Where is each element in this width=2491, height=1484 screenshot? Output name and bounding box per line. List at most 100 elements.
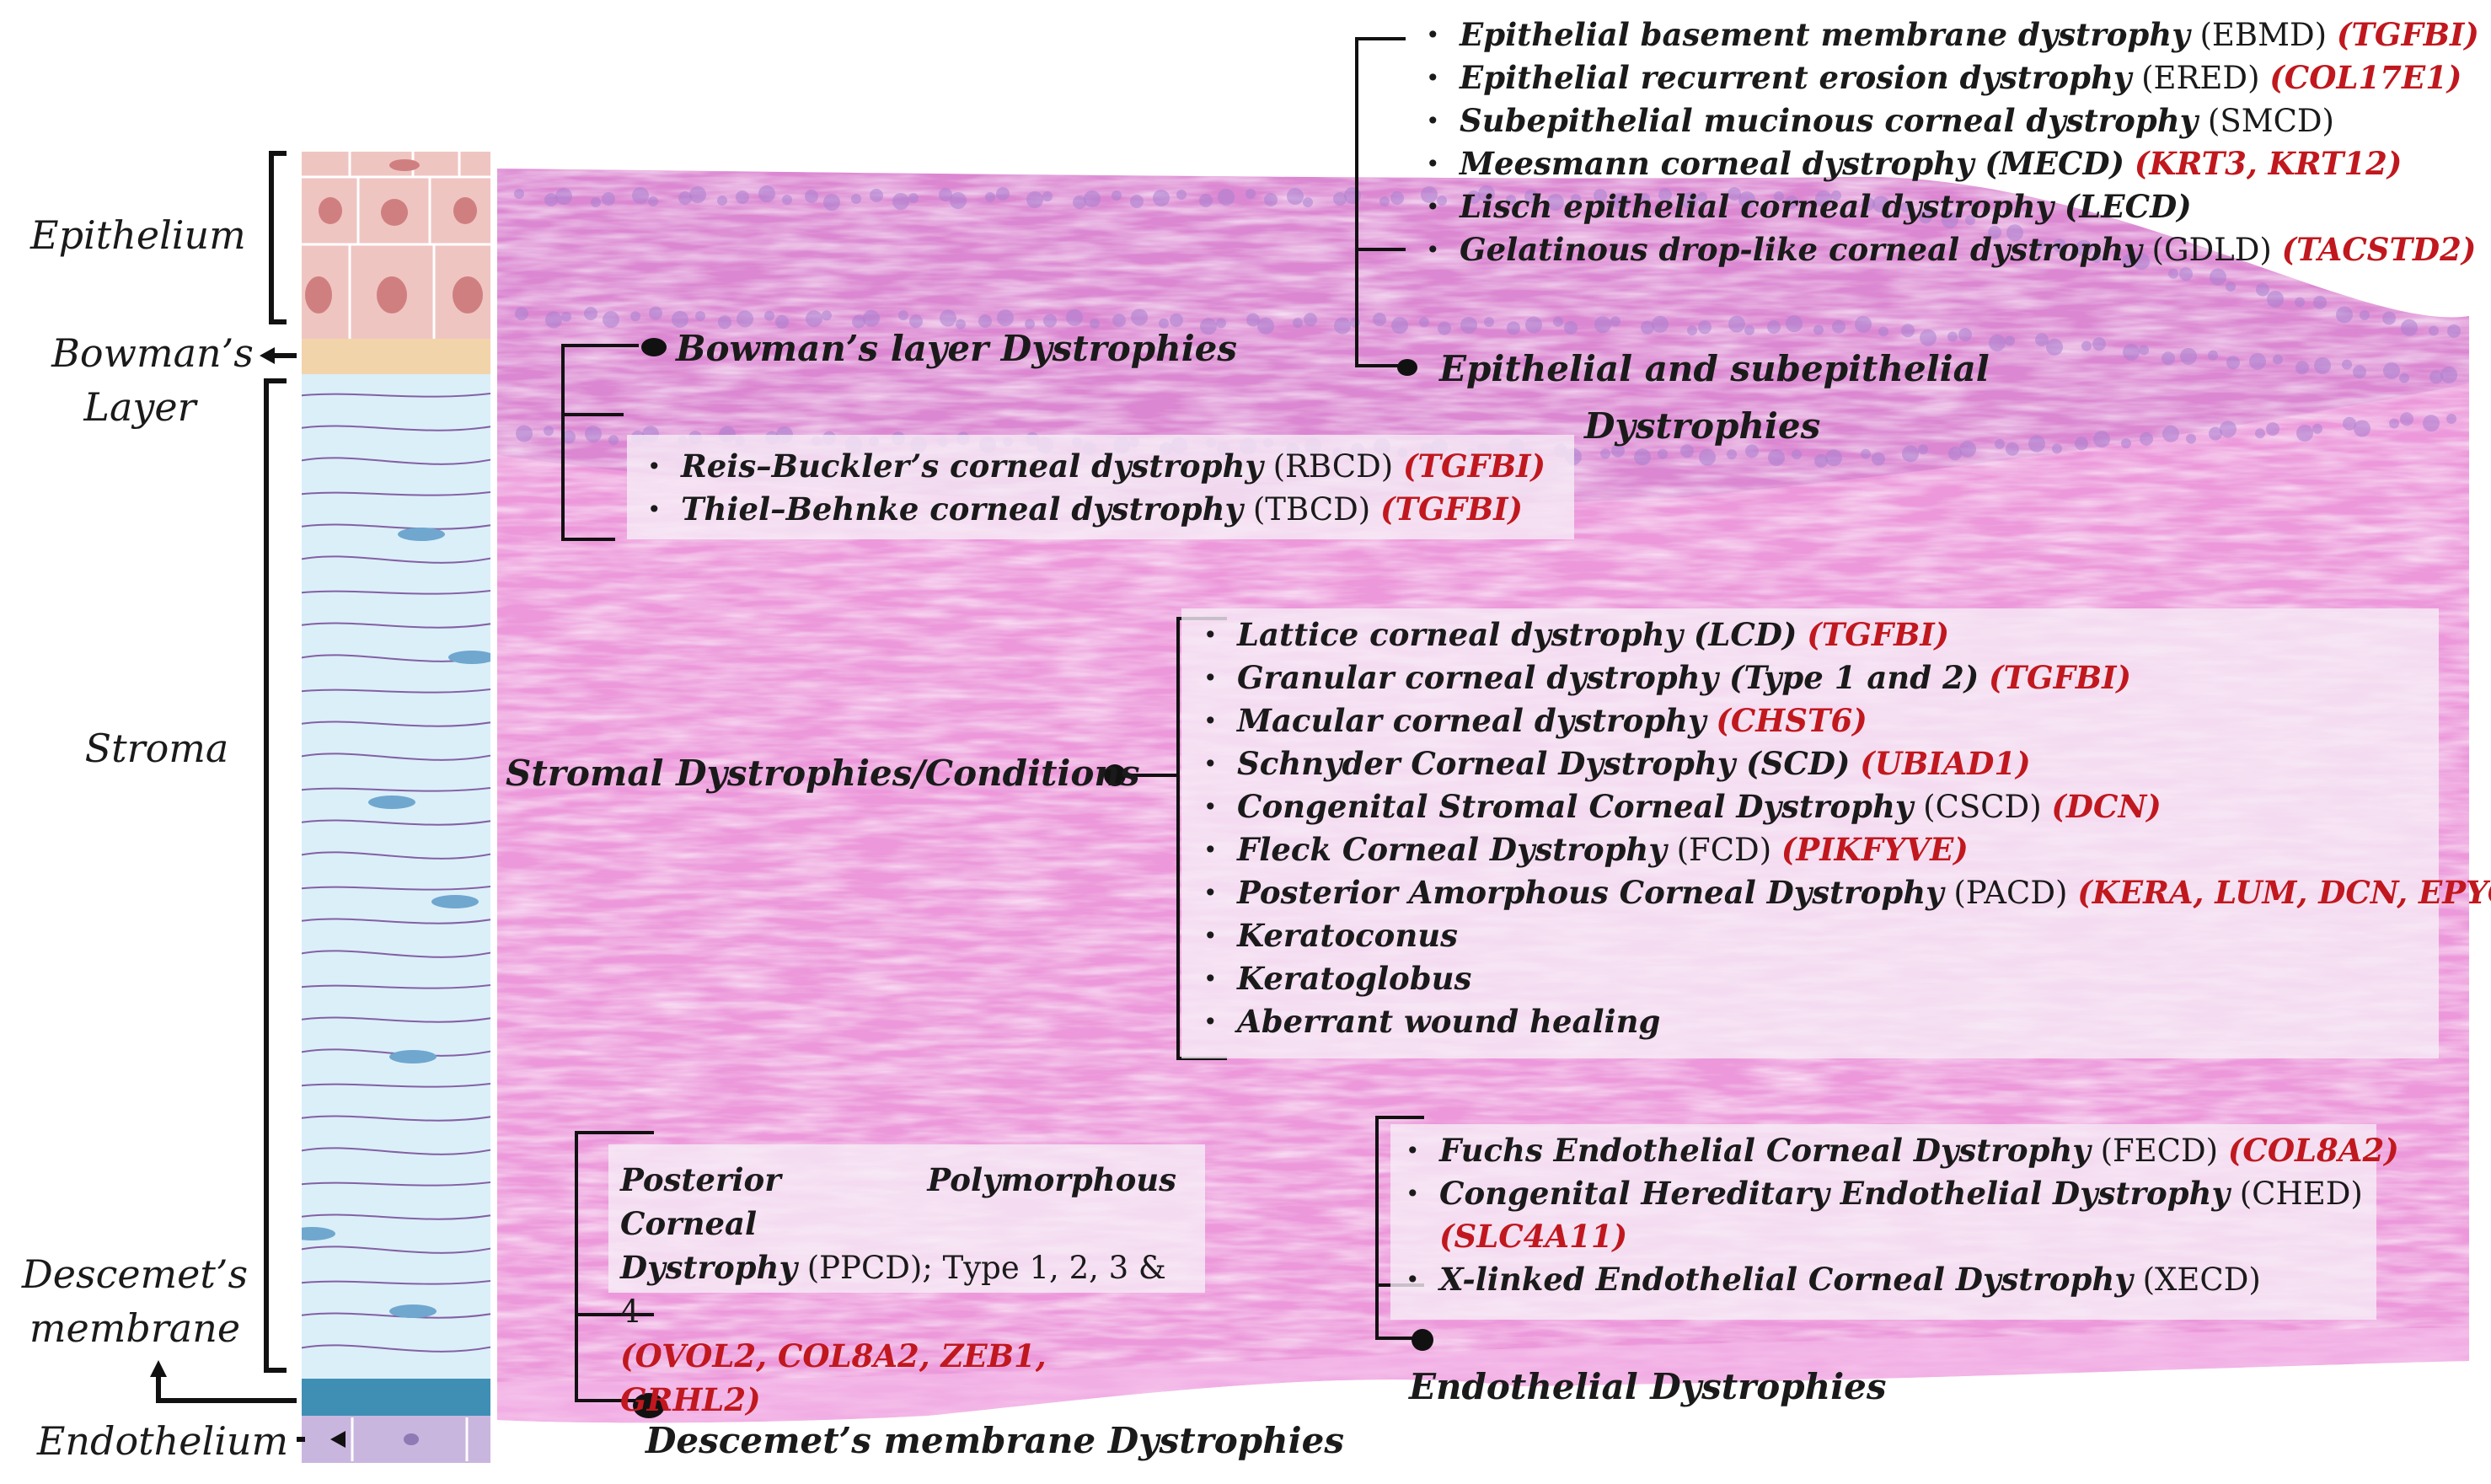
epithelial-nucleus [2035,333,2049,347]
epithelial-nucleus [1246,189,1256,199]
epithelial-nucleus [996,187,1010,201]
stroma-fiber [302,425,490,431]
item-gene: (KRT3, KRT12) [2134,145,2403,182]
epithelial-nucleus [978,313,992,328]
item-name: Congenital Stromal Corneal Dystrophy [1237,788,1914,825]
epithelial-nucleus [1042,191,1053,201]
stromal-group-title: Stromal Dystrophies/Conditions [506,753,1140,794]
stroma-fiber [302,786,490,792]
epithelial-nucleus [892,193,909,210]
epithelial-nucleus [2429,370,2443,384]
stroma-fiber [302,950,490,958]
epithelial-nucleus [1176,190,1187,200]
list-item: Congenital Stromal Corneal Dystrophy (CS… [1193,785,2439,828]
epithelium-bracket [269,151,287,324]
epithelial-nucleus [1170,313,1183,327]
epithelial-nucleus [1745,444,1759,458]
epithelial-nucleus [775,314,789,329]
epithelial-nucleus [2186,433,2196,444]
stroma-fiber [302,555,490,564]
epithelial-nucleus [2400,412,2413,426]
keratocyte [368,796,415,809]
list-item: Fleck Corneal Dystrophy (FCD) (PIKFYVE) [1193,828,2439,871]
epithelial-nucleus [2075,437,2088,451]
descemet-layer [302,1379,490,1416]
epithelial-nucleus [940,309,956,327]
epithelial-nucleus [1564,320,1578,335]
label-bowman: Bowman’s Layer [30,326,275,434]
list-item: Macular corneal dystrophy (CHST6) [1193,699,2439,742]
list-item: Congenital Hereditary Endothelial Dystro… [1395,1172,2376,1215]
list-item: X-linked Endothelial Corneal Dystrophy (… [1395,1258,2376,1301]
ppcd-genes: (OVOL2, COL8A2, ZEB1, GRHL2) [620,1337,1047,1418]
epithelial-nucleus [2249,352,2266,370]
item-gene: (CHST6) [1716,702,1867,739]
epithelial-nucleus [1066,308,1083,326]
epithelial-nucleus [516,425,533,442]
descemet-arrow [156,1375,297,1403]
epithelial-nucleus [1959,440,1976,458]
epithelial-nucleus [2399,372,2409,383]
epithelial-nucleus [898,310,908,321]
epithelial-nucleus [1390,191,1404,205]
epithelial-nucleus [1159,318,1169,329]
epithelial-nucleus [1698,320,1712,335]
item-abbr: (RBCD) [1272,448,1394,485]
stroma-fiber [302,1048,490,1057]
epithelial-nucleus [870,189,883,202]
epithelial-nucleus [1130,195,1144,208]
stromal-dystrophy-list: Lattice corneal dystrophy (LCD) (TGFBI) … [1181,608,2491,1043]
descemet-panel: Posterior Polymorphous Corneal Dystrophy… [608,1144,1205,1418]
label-endothelium: Endothelium [36,1418,289,1464]
epithelial-nucleus [1813,324,1824,335]
item-name: Subepithelial mucinous corneal dystrophy [1460,102,2199,139]
epithelial-nucleus [1814,453,1828,468]
epithelial-nucleus [649,306,662,320]
epithelial-nucleus [2266,422,2279,437]
epithelial-nucleus [2360,309,2370,320]
endothelial-dystrophy-list: Fuchs Endothelial Corneal Dystrophy (FEC… [1390,1124,2399,1301]
epithelial-nucleus [2429,325,2439,336]
epithelial-nucleus [1948,447,1962,461]
epithelial-nucleus [737,310,753,328]
epithelial-nucleus [2256,282,2269,297]
epithelial-nucleus [2162,351,2175,366]
epithelial-nucleus [718,315,731,329]
stroma-fiber [302,688,490,694]
epithelial-nucleus [1878,326,1888,337]
epithelial-nucleus [2470,335,2487,351]
epithelial-nucleus [602,192,615,206]
epithelial-nucleus [909,314,923,329]
epithelial-nucleus [1293,318,1303,329]
stroma-fiber [302,1344,490,1353]
epithelial-nucleus [1832,319,1845,334]
epithelial-nucleus [1216,318,1226,329]
list-item: (SLC4A11) [1395,1215,2376,1258]
stroma-fiber [302,1312,490,1319]
list-item: Lattice corneal dystrophy (LCD) (TGFBI) [1193,613,2439,656]
stroma-fiber [302,885,490,891]
epithelial-nucleus [1199,194,1213,207]
layer-column [302,152,490,1463]
epithelial-nucleus [2046,338,2063,356]
stroma-fiber [302,1181,490,1187]
item-gene: (TACSTD2) [2281,231,2477,268]
epithelial-nucleus [1600,448,1610,459]
epithelial-nucleus [2296,424,2313,442]
list-item: Reis–Buckler’s corneal dystrophy (RBCD) … [637,445,1574,488]
bowman-dystrophy-list: Reis–Buckler’s corneal dystrophy (RBCD) … [627,435,1574,531]
label-descemet-line2: membrane [29,1305,241,1351]
list-item: Keratoconus [1193,914,2439,957]
epithelial-title-line2: Dystrophies [1584,405,1821,447]
epithelial-nucleus [1727,449,1737,460]
bowman-layer [302,339,490,374]
stroma-fiber [302,589,490,595]
stroma-fiber [302,490,490,496]
list-item: Subepithelial mucinous corneal dystrophy… [1416,99,2479,142]
epithelial-nucleus [1200,318,1217,335]
epithelial-nucleus [852,314,865,329]
epithelial-nucleus [2312,423,2322,434]
epithelial-nucleus [1687,325,1697,336]
epithelial-nucleus [2354,420,2370,437]
epithelial-nucleus [2313,295,2327,309]
